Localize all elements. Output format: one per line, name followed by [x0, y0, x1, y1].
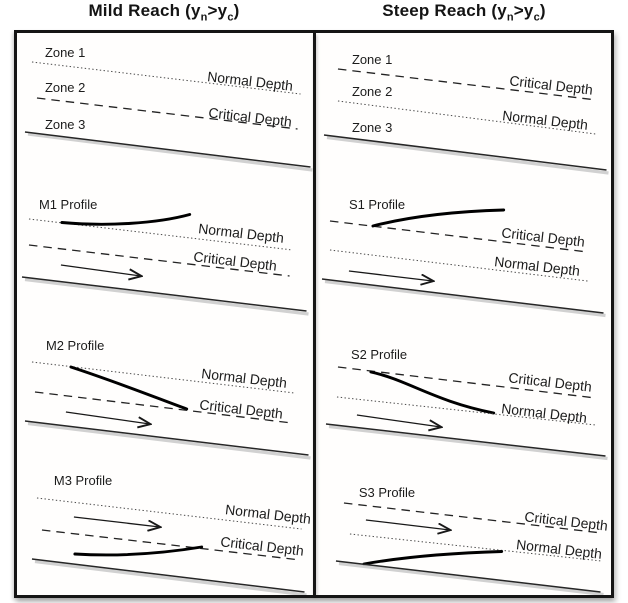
steep-zone-1-label: Zone 1 — [351, 52, 391, 67]
s1-surface-curve — [370, 208, 505, 228]
s2-critical-depth-label: Critical Depth — [507, 369, 592, 394]
s1-profile-label: S1 Profile — [348, 197, 404, 212]
m2-profile-section: M2 Profile Normal Depth Critical Depth — [24, 338, 311, 460]
m2-critical-depth-label: Critical Depth — [199, 396, 284, 421]
m3-profile-section: M3 Profile Normal Depth Critical Depth — [31, 473, 312, 595]
steep-reach-title-pre: Steep Reach (y — [382, 1, 507, 20]
steep-reach-title-post: ) — [539, 1, 546, 20]
m2-bed-shadow — [27, 421, 311, 460]
s2-profile-label: S2 Profile — [350, 347, 406, 362]
s3-normal-depth-line — [349, 533, 602, 562]
mild-reach-drawing: Zone 1 Normal Depth Zone 2 Critical Dept… — [21, 45, 313, 595]
titles-row: Mild Reach (yn>yc) Steep Reach (yn>yc) — [14, 1, 614, 29]
s1-normal-depth-line — [329, 249, 588, 282]
steep-zones-section: Zone 1 Critical Depth Zone 2 Normal Dept… — [323, 52, 609, 175]
s2-flow-direction-arrow — [356, 414, 440, 427]
m2-normal-depth-line — [31, 361, 295, 394]
s2-profile-section: S2 Profile Critical Depth Normal Depth — [325, 347, 608, 461]
m1-normal-depth-label: Normal Depth — [198, 220, 285, 246]
mild-reach-panel: Zone 1 Normal Depth Zone 2 Critical Dept… — [17, 33, 313, 595]
m3-surface-curve — [73, 545, 204, 557]
m2-bed-line — [24, 420, 309, 456]
s2-normal-depth-label: Normal Depth — [500, 400, 587, 426]
mild-zones-critical-depth-label: Critical Depth — [208, 104, 293, 129]
mild-zones-normal-depth-label: Normal Depth — [206, 68, 293, 94]
m1-profile-section: M1 Profile Normal Depth Critical Depth — [21, 197, 309, 316]
steep-zone-3-label: Zone 3 — [351, 120, 391, 135]
steep-zones-bed-line — [323, 134, 607, 171]
s2-normal-depth-line — [336, 396, 596, 426]
s3-bed-line — [335, 560, 601, 593]
mild-zone-1-label: Zone 1 — [45, 45, 85, 60]
mild-zone-2-label: Zone 2 — [45, 80, 85, 95]
mild-reach-title-sub-c: c — [227, 11, 234, 24]
m2-flow-direction-arrow — [65, 411, 150, 424]
steep-reach-drawing: Zone 1 Critical Depth Zone 2 Normal Dept… — [321, 52, 609, 595]
m3-bed-shadow — [34, 559, 307, 595]
steep-reach-title-sub-n: n — [506, 11, 514, 24]
m3-normal-depth-line — [36, 497, 302, 530]
m1-critical-depth-line — [28, 244, 290, 277]
m2-surface-curve — [69, 365, 189, 411]
steep-zones-bed-shadow — [326, 135, 609, 175]
m3-normal-depth-label: Normal Depth — [224, 501, 311, 527]
s3-profile-label: S3 Profile — [358, 485, 414, 500]
m3-bed-line — [31, 558, 305, 593]
m1-profile-label: M1 Profile — [39, 197, 97, 212]
s3-normal-depth-label: Normal Depth — [515, 536, 602, 562]
mild-reach-title: Mild Reach (yn>yc) — [14, 1, 314, 29]
steep-zones-critical-depth-label: Critical Depth — [508, 72, 593, 97]
s3-flow-direction-arrow — [365, 519, 449, 530]
s1-profile-section: S1 Profile Critical Depth Normal Depth — [321, 197, 606, 318]
panel-divider — [312, 33, 316, 595]
mild-zones-bed-line — [24, 131, 311, 168]
mild-zones-bed-shadow — [27, 132, 313, 172]
s3-surface-curve — [361, 550, 503, 566]
m3-profile-label: M3 Profile — [54, 473, 112, 488]
steep-zones-normal-depth-line — [337, 100, 596, 135]
m1-surface-curve — [60, 213, 192, 226]
m1-normal-depth-line — [28, 218, 293, 251]
s3-profile-section: S3 Profile Critical Depth Normal Depth — [335, 485, 608, 595]
s1-bed-shadow — [324, 279, 606, 318]
mild-reach-title-post: ) — [233, 1, 240, 20]
s2-bed-shadow — [328, 424, 608, 461]
mild-zones-section: Zone 1 Normal Depth Zone 2 Critical Dept… — [24, 45, 313, 172]
steep-reach-panel: Zone 1 Critical Depth Zone 2 Normal Dept… — [316, 33, 612, 595]
steep-reach-title-mid: >y — [513, 1, 534, 20]
s1-bed-line — [321, 278, 604, 314]
s3-critical-depth-label: Critical Depth — [523, 508, 608, 533]
mild-reach-title-mid: >y — [207, 1, 228, 20]
m1-bed-shadow — [24, 277, 309, 316]
steep-zones-normal-depth-label: Normal Depth — [501, 107, 588, 133]
steep-reach-title-sub-c: c — [533, 11, 540, 24]
steep-zone-2-label: Zone 2 — [351, 84, 391, 99]
s2-surface-curve — [368, 370, 495, 415]
mild-reach-title-pre: Mild Reach (y — [88, 1, 201, 20]
s1-critical-depth-label: Critical Depth — [500, 224, 585, 249]
m1-flow-direction-arrow — [60, 264, 141, 276]
m1-bed-line — [21, 276, 307, 312]
m3-flow-direction-arrow — [73, 516, 160, 527]
steep-reach-title: Steep Reach (yn>yc) — [314, 1, 614, 29]
m2-profile-label: M2 Profile — [46, 338, 104, 353]
s2-bed-line — [325, 423, 606, 457]
figure-frame: Zone 1 Normal Depth Zone 2 Critical Dept… — [14, 30, 614, 598]
mild-zone-3-label: Zone 3 — [45, 117, 85, 132]
mild-zones-critical-depth-line — [36, 97, 298, 130]
s1-flow-direction-arrow — [348, 270, 432, 281]
s3-bed-shadow — [338, 561, 604, 595]
mild-reach-title-sub-n: n — [200, 11, 208, 24]
